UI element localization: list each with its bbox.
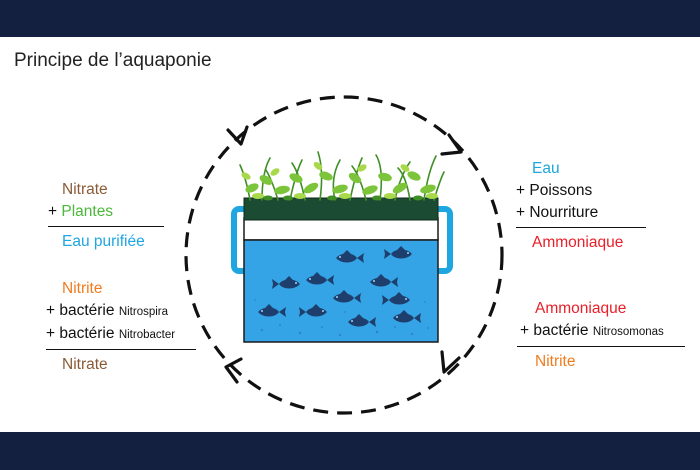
eq-nitrate-result: Nitrate [62, 356, 108, 373]
equation-nitrosomonas: Ammoniaque + bactérie Nitrosomonas Nitri… [517, 298, 685, 373]
eq-plants-line: + Plantes [48, 201, 164, 223]
cycle-circle [184, 95, 504, 415]
eq-bacteria-prefix: + bactérie [46, 325, 119, 342]
cycle-arrow-icon [224, 357, 243, 384]
eq-ammonia-label: Ammoniaque [535, 300, 627, 317]
page-title: Principe de l’aquaponie [14, 50, 212, 71]
eq-purified-water-label: Eau purifiée [62, 233, 145, 250]
eq-nitrospira-label: Nitrospira [118, 306, 169, 318]
equation-plants: Nitrate + Plantes Eau purifiée [48, 179, 164, 253]
eq-nitrosomonas-label: Nitrosomonas [592, 326, 664, 338]
eq-plus-prefix: + [48, 203, 62, 220]
equation-nitrospira: Nitrite + bactérie Nitrospira + bactérie… [46, 278, 196, 376]
eq-ammonia-result: Ammoniaque [532, 234, 624, 251]
cycle-arrow-icon [440, 133, 463, 156]
eq-nitrite-result: Nitrite [535, 353, 576, 370]
eq-nitrite-label: Nitrite [62, 280, 103, 297]
top-bar [0, 0, 700, 37]
cycle-arrow-icon [440, 350, 461, 374]
eq-nitrosomonas-line: + bactérie Nitrosomonas [517, 320, 685, 343]
eq-nitrate-label: Nitrate [62, 181, 108, 198]
eq-food-label: + Nourriture [516, 204, 599, 221]
plant-leaves [241, 162, 438, 201]
eq-nitrospira-line: + bactérie Nitrospira [46, 300, 196, 323]
cycle-arrow-icon [226, 125, 249, 146]
eq-water-label: Eau [532, 160, 560, 177]
grow-bed [243, 197, 439, 221]
bottom-bar [0, 432, 700, 470]
eq-divider [48, 226, 164, 227]
eq-nitrobacter-line: + bactérie Nitrobacter [46, 323, 196, 346]
eq-divider [46, 349, 196, 350]
equation-fish: Eau + Poissons + Nourriture Ammoniaque [516, 158, 646, 254]
eq-nitrobacter-label: Nitrobacter [118, 329, 176, 341]
eq-bacteria-prefix: + bactérie [520, 322, 593, 339]
eq-plants-label: Plantes [61, 203, 114, 220]
eq-bacteria-prefix: + bactérie [46, 302, 119, 319]
eq-fish-label: + Poissons [516, 182, 593, 199]
eq-divider [517, 346, 685, 347]
eq-divider [516, 227, 646, 228]
